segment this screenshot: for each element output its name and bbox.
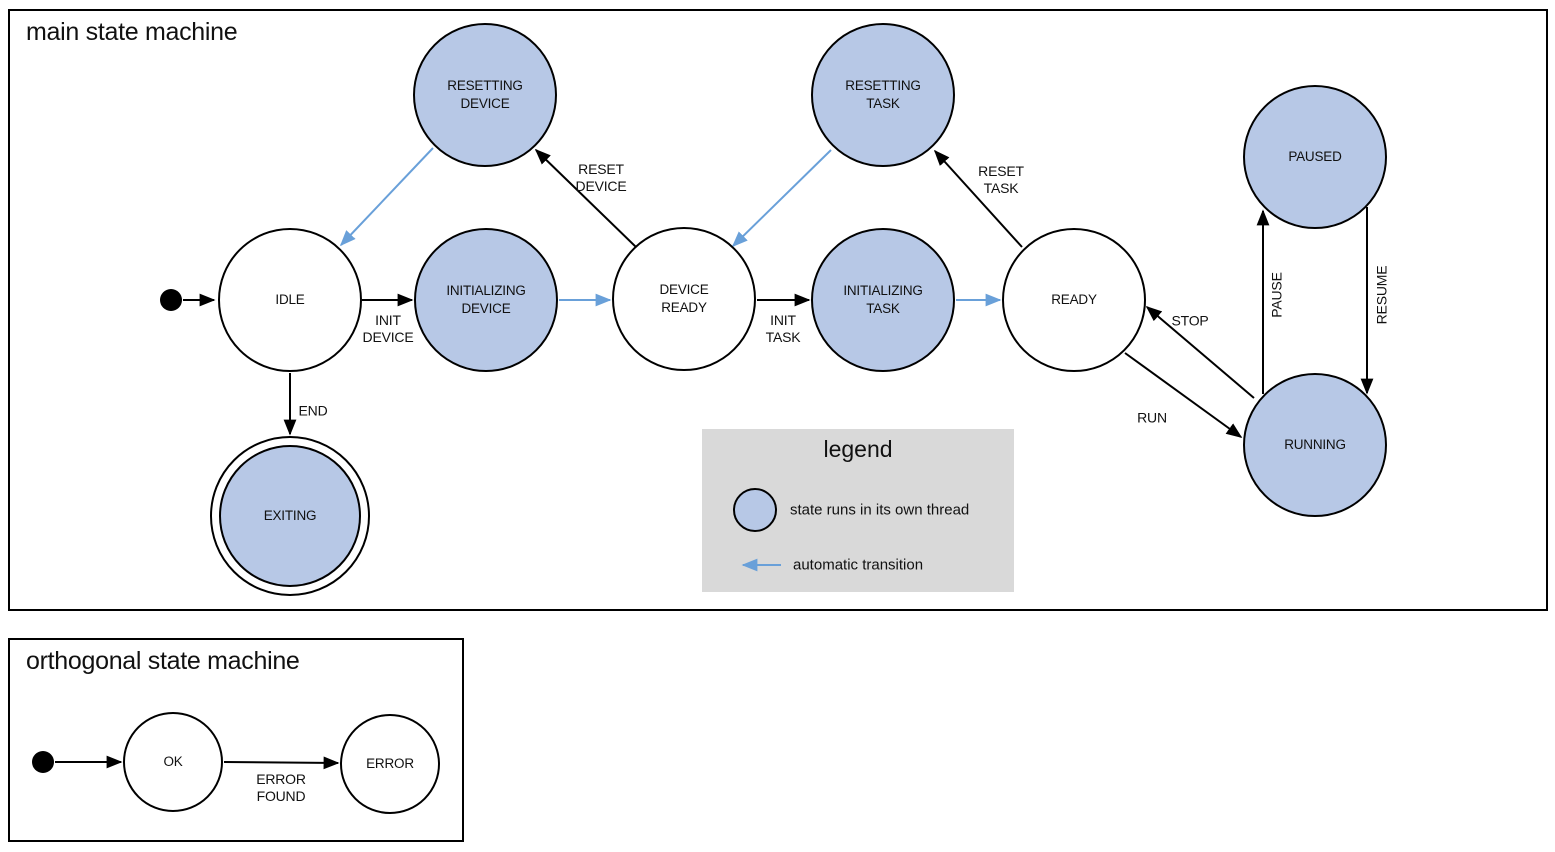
state-initializing-task: INITIALIZING TASK [811,228,955,372]
automatic-transition-arrow-icon [741,558,781,572]
state-idle: IDLE [218,228,362,372]
legend-item-auto-label: automatic transition [793,556,924,574]
edge-label-reset-device: RESET DEVICE [575,161,627,194]
state-exiting: EXITING [219,445,361,587]
initial-state-dot-start-orthogonal [32,751,54,773]
edge-label-init-device: INIT DEVICE [362,312,414,345]
legend-title: legend [823,436,893,462]
legend-item-thread-label: state runs in its own thread [790,501,970,519]
orthogonal-state-machine-panel: orthogonal state machine [8,638,464,842]
state-running: RUNNING [1243,373,1387,517]
state-resetting-device: RESETTING DEVICE [413,23,557,167]
main-state-machine-title: main state machine [26,18,238,46]
edge-label-reset-task: RESET TASK [978,163,1024,196]
state-ok: OK [123,712,223,812]
edge-label-init-task: INIT TASK [765,312,801,345]
main-state-machine-panel: main state machine [8,9,1548,611]
state-resetting-task: RESETTING TASK [811,23,955,167]
state-paused: PAUSED [1243,85,1387,229]
legend-box: legend state runs in its own thread auto… [702,429,1014,592]
edge-label-run: RUN [1137,409,1167,426]
state-ready: READY [1002,228,1146,372]
edge-label-resume: RESUME [1373,265,1390,325]
edge-label-stop: STOP [1171,312,1209,329]
initial-state-dot-start-main [160,289,182,311]
thread-state-circle-icon [733,488,777,532]
state-initializing-device: INITIALIZING DEVICE [414,228,558,372]
edge-label-error-found: ERROR FOUND [256,771,306,804]
state-device-ready: DEVICE READY [612,227,756,371]
state-error: ERROR [340,714,440,814]
edge-label-pause: PAUSE [1268,272,1285,318]
edge-label-end: END [298,402,328,419]
orthogonal-state-machine-title: orthogonal state machine [26,647,300,675]
